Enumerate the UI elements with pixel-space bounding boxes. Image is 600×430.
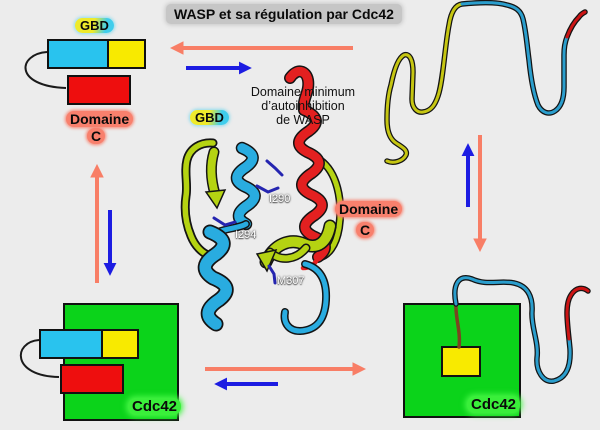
ribbon-arrowhead-chartreuse-2 <box>255 248 278 273</box>
ribbon-arrow-strand-chartreuse <box>207 148 219 198</box>
chain-teal-segment <box>460 1 569 115</box>
residue-sticks <box>212 159 284 285</box>
left-arrow-pair <box>90 163 117 283</box>
open-wasp-gbd-domain-rect <box>47 39 109 69</box>
cdc42-label-left: Cdc42 <box>128 398 182 415</box>
open-chain-yellow-domain-rect <box>441 346 481 377</box>
diagram-title: WASP et sa régulation par Cdc42 <box>166 4 402 24</box>
residue-stick-i290 <box>255 184 280 194</box>
chain-olive-segment <box>385 2 464 164</box>
residue-label-i290: I290 <box>269 193 291 205</box>
folded-wasp-domaine-label: Domaine <box>335 201 403 217</box>
open-wasp-gbd-label: GBD <box>75 18 114 33</box>
ribbon-helix-chartreuse-center <box>261 221 335 267</box>
ribbon-arrowhead-chartreuse <box>204 189 227 210</box>
bottom-arrow-pair <box>205 362 367 391</box>
residue-stick-m307 <box>267 264 277 285</box>
ribbon-coil-chartreuse <box>267 245 309 262</box>
cdc42-square-left <box>63 303 179 421</box>
closed-wasp-c-domain-rect <box>60 364 124 394</box>
chain-red-segment-2 <box>565 286 590 341</box>
cdc42-label-right: Cdc42 <box>467 396 521 413</box>
autoinhibition-caption: Domaine minimum d’autoinhibition de WASP <box>238 85 368 127</box>
caption-line-1: Domaine minimum <box>250 85 356 99</box>
folded-wasp-gbd-label: GBD <box>190 110 229 125</box>
ribbon-helix-cyan-lower <box>199 226 232 330</box>
closed-wasp-yellow-domain-rect <box>101 329 139 359</box>
caption-line-2: d’autoinhibition <box>261 99 345 113</box>
unfolded-chain-top-right <box>384 0 588 165</box>
residue-stick-top <box>265 159 284 177</box>
open-wasp-c-domain-rect <box>67 75 131 105</box>
closed-wasp-gbd-domain-rect <box>39 329 103 359</box>
open-wasp-domaine-label: Domaine <box>66 111 134 127</box>
folded-wasp-domaine-c-label: C <box>356 222 375 238</box>
right-arrow-pair <box>461 135 487 253</box>
residue-stick-i294 <box>212 216 237 227</box>
top-arrow-pair <box>169 41 353 75</box>
caption-line-3: de WASP <box>276 113 330 127</box>
residue-label-i294: I294 <box>235 229 257 241</box>
chain-red-segment <box>565 10 587 39</box>
ribbon-red-tail <box>300 254 321 271</box>
residue-label-m307: M307 <box>277 275 305 287</box>
ribbon-strand-chartreuse-left <box>182 140 216 259</box>
open-wasp-domaine-c-label: C <box>87 128 106 144</box>
open-wasp-yellow-domain-rect <box>107 39 146 69</box>
ribbon-helix-cyan-top <box>232 143 260 229</box>
